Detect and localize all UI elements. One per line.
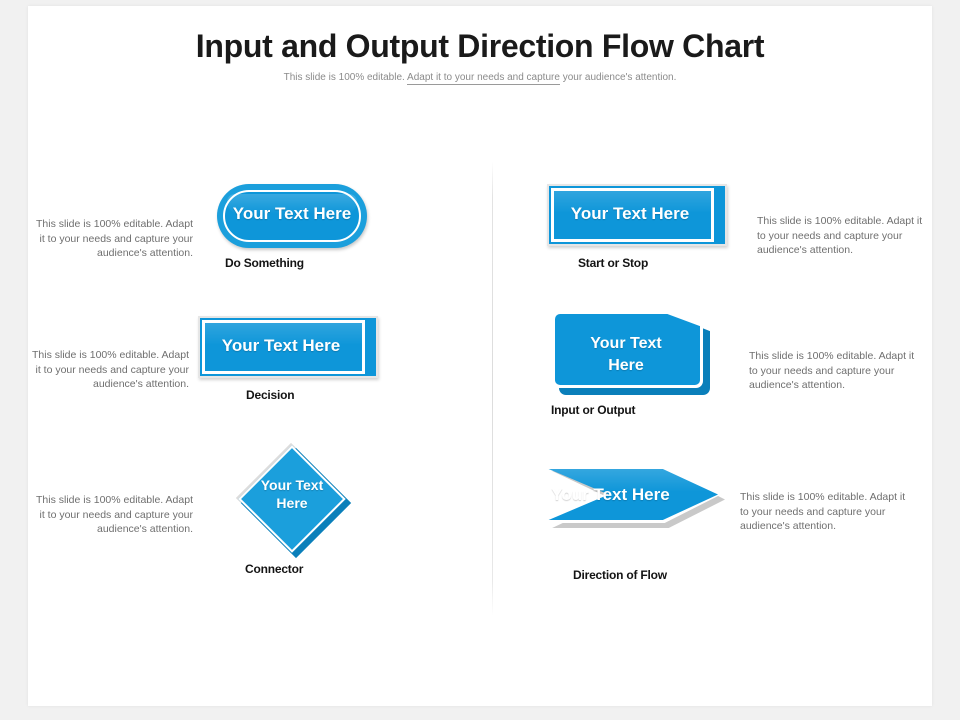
subtitle-underlined-part: Adapt it to your needs and capture [407, 72, 560, 85]
shape-diamond-connector[interactable]: Your Text Here [235, 442, 352, 559]
flow-item-decision: This slide is 100% editable. Adapt it to… [28, 316, 378, 402]
flow-item-direction-of-flow: Your Text Here Direction of Flow This sl… [520, 466, 940, 582]
flow-item-do-something: This slide is 100% editable. Adapt it to… [28, 184, 378, 270]
blurb-do-something: This slide is 100% editable. Adapt it to… [35, 218, 193, 259]
shape-cut-corner-input-or-output[interactable]: Your Text Here [552, 311, 710, 395]
shape-arrow-direction-of-flow[interactable]: Your Text Here [520, 466, 725, 528]
slide-content-area: Input and Output Direction Flow Chart Th… [28, 6, 932, 706]
shape-cell-input-or-output: Your Text Here Input or Output [551, 311, 710, 417]
caption-start-or-stop: Start or Stop [578, 256, 649, 270]
subtitle-part-1: This slide is 100% editable. [283, 72, 408, 83]
page-title: Input and Output Direction Flow Chart [195, 28, 765, 64]
flow-item-start-or-stop: Your Text Here Start or Stop This slide … [547, 184, 937, 270]
page-subtitle: This slide is 100% editable. Adapt it to… [28, 72, 932, 85]
blurb-connector: This slide is 100% editable. Adapt it to… [35, 494, 193, 535]
caption-decision: Decision [246, 388, 295, 402]
blurb-input-or-output: This slide is 100% editable. Adapt it to… [749, 350, 915, 391]
pill-inner-fill [223, 190, 361, 242]
blurb-direction-of-flow: This slide is 100% editable. Adapt it to… [740, 491, 906, 532]
rectangle-inner-fill [551, 188, 714, 242]
subtitle-part-3: your audience's attention. [559, 72, 677, 83]
shape-cell-connector: Your Text Here Connector [235, 442, 352, 576]
shape-rectangle-decision[interactable]: Your Text Here [198, 316, 378, 378]
shape-cell-do-something: Your Text Here Do Something [217, 184, 367, 270]
blurb-decision: This slide is 100% editable. Adapt it to… [31, 349, 189, 390]
caption-direction-of-flow: Direction of Flow [573, 568, 667, 582]
shape-cell-decision: Your Text Here Decision [198, 316, 378, 402]
diamond-main-fill [238, 445, 346, 553]
caption-connector: Connector [245, 562, 304, 576]
flow-item-connector: This slide is 100% editable. Adapt it to… [28, 442, 378, 576]
slide-header: Input and Output Direction Flow Chart Th… [28, 28, 932, 85]
shape-cell-start-or-stop: Your Text Here Start or Stop [547, 184, 727, 270]
rectangle-inner-fill [202, 320, 365, 374]
flow-item-input-or-output: Your Text Here Input or Output This slid… [547, 311, 937, 417]
caption-input-or-output: Input or Output [551, 403, 636, 417]
cut-corner-fill [555, 314, 700, 385]
shape-cell-direction-of-flow: Your Text Here Direction of Flow [520, 466, 725, 582]
caption-do-something: Do Something [225, 256, 304, 270]
shape-rectangle-start-or-stop[interactable]: Your Text Here [547, 184, 727, 246]
column-divider [492, 161, 493, 616]
shape-pill-do-something[interactable]: Your Text Here [217, 184, 367, 248]
blurb-start-or-stop: This slide is 100% editable. Adapt it to… [757, 215, 923, 256]
